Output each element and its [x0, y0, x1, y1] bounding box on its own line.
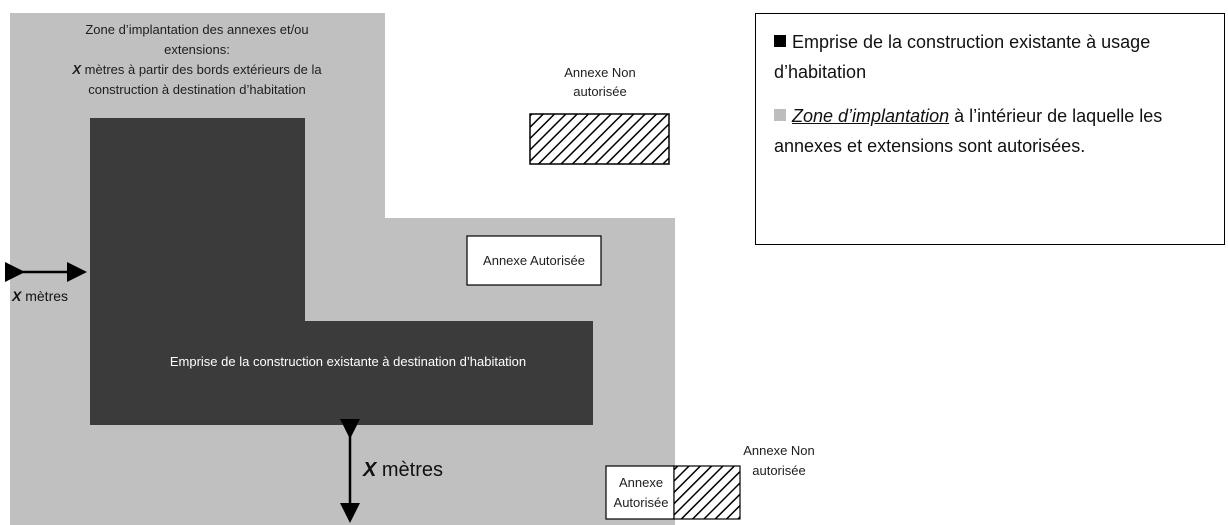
bottom-distance-label: X mètres: [362, 459, 443, 481]
legend-item-building: Emprise de la construction existante à u…: [774, 27, 1206, 87]
annex-non-bottom-hatched: [673, 465, 741, 520]
grey-square-icon: [774, 109, 786, 121]
annex-auth-bottom-box: [605, 465, 675, 520]
annex-auth-bottom-line2: Autorisée: [614, 495, 669, 510]
building-label: Emprise de la construction existante à d…: [170, 354, 526, 369]
building-footprint: [90, 118, 593, 425]
annex-non-top-label-line2: autorisée: [573, 84, 626, 99]
annex-non-top-label-line1: Annexe Non: [564, 65, 636, 80]
legend-item-zone: Zone d’implantation à l’intérieur de laq…: [774, 101, 1206, 161]
zone-label-line1: Zone d’implantation des annexes et/ou: [85, 22, 308, 37]
legend-item-zone-emph: Zone d’implantation: [792, 106, 950, 126]
left-distance-label: X mètres: [11, 288, 68, 304]
zone-label-line3: X mètres à partir des bords extérieurs d…: [71, 62, 322, 77]
annex-auth-mid-box: [466, 235, 602, 286]
dark-square-icon: [774, 35, 786, 47]
annex-auth-bottom-line1: Annexe: [619, 475, 663, 490]
legend-item-zone-text: à l’intérieur de laquelle les annexes et…: [774, 106, 1163, 156]
annex-non-bottom-label-line2: autorisée: [752, 463, 805, 478]
annex-auth-mid-label: Annexe Autorisée: [483, 253, 585, 268]
zone-label-line2: extensions:: [164, 42, 230, 57]
annex-non-bottom-label-line1: Annexe Non: [743, 443, 815, 458]
legend-box: Emprise de la construction existante à u…: [755, 13, 1225, 245]
zone-label-line4: construction à destination d’habitation: [88, 82, 306, 97]
legend-item-building-text: Emprise de la construction existante à u…: [774, 32, 1151, 82]
zone-label-line3-text: mètres à partir des bords extérieurs de …: [81, 62, 322, 77]
annex-non-top-hatched: [529, 113, 670, 165]
zone-label-var: X: [71, 62, 82, 77]
